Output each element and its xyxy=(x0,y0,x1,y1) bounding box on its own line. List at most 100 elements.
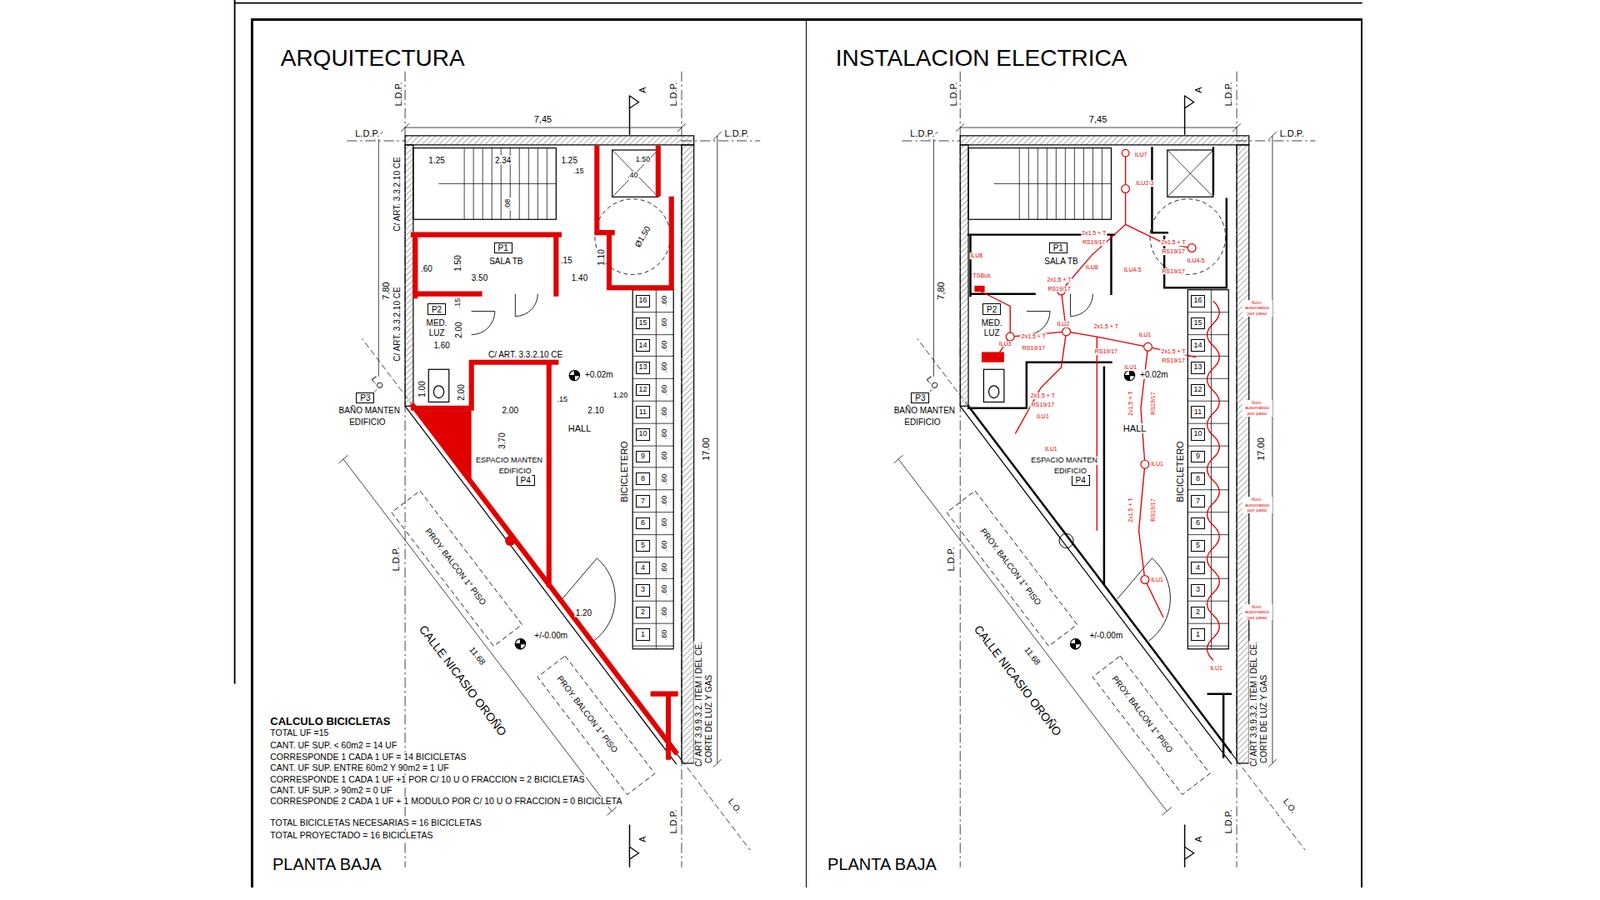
plan-label: HALL xyxy=(567,423,593,434)
circuit-wire xyxy=(995,331,1067,360)
circuit-label: 2x1,5 + T xyxy=(1030,392,1056,400)
slot-number: 3 xyxy=(1195,585,1200,595)
bicycle-slot: 13 xyxy=(1190,361,1205,375)
plan-label: 11.68 xyxy=(467,645,489,669)
circuit-label: Ilum. automatico por paso xyxy=(1241,400,1272,417)
circuit-label: ILU8 xyxy=(1085,264,1100,271)
circuit-label: ILU4-5 xyxy=(1123,267,1143,275)
room-tag: P3 xyxy=(910,392,930,404)
circuit-label: 2x1,5 + T xyxy=(1020,333,1047,340)
room-tag: P2 xyxy=(427,303,446,315)
slot-number: 11 xyxy=(1194,408,1202,417)
bicycle-slot: 8 xyxy=(1190,472,1205,485)
slot-number: 4 xyxy=(640,564,645,573)
luminaire xyxy=(1005,332,1015,341)
bicycle-slot: 12 xyxy=(1190,384,1205,397)
circuit-label: RS19/17 xyxy=(1081,240,1106,247)
slot-number: 9 xyxy=(1195,452,1200,461)
plan-label: A xyxy=(637,85,648,94)
luminaire xyxy=(1144,342,1153,351)
circuit-label: ILU7 xyxy=(1134,151,1149,159)
plan-label: .60 xyxy=(660,361,670,375)
plan-label: CALLE NICASIO OROÑO xyxy=(415,622,510,740)
circuit-label: RS19/17 xyxy=(1046,285,1071,293)
plan-label: L.D.P. xyxy=(354,128,380,139)
slot-number: 2 xyxy=(640,608,645,617)
circuit-label: ILU1 xyxy=(1137,331,1152,339)
slot-number: 6 xyxy=(640,519,645,528)
distribution-board xyxy=(981,351,1005,362)
plan-label: MED. xyxy=(425,317,449,327)
plan-label: TOTAL BICICLETAS NECESARIAS = 16 BICICLE… xyxy=(269,818,483,829)
plan-label: .60 xyxy=(660,584,670,597)
luminaire xyxy=(1187,244,1196,253)
slot-number: 14 xyxy=(1194,341,1203,350)
plan-label: C/ ART 3.9.9.3.2. ITEM I DEL CE. xyxy=(1248,640,1258,768)
slot-number: 10 xyxy=(1194,430,1203,439)
bicycle-slot: 4 xyxy=(1190,561,1205,575)
plan-label: CORRESPONDE 1 CADA 1 UF = 14 BICICLETAS xyxy=(269,752,467,763)
circuit-label: ILU1 xyxy=(1044,445,1059,453)
plan-label: 7,45 xyxy=(1088,114,1108,125)
circuit-wire xyxy=(1125,224,1193,248)
plan-label: MED. xyxy=(980,317,1004,327)
plan-label: .60 xyxy=(420,264,434,274)
plan-label: 2.10 xyxy=(586,405,605,415)
plan-label: +/-0.00m xyxy=(533,630,569,640)
plan-label: ESPACIO MANTEN xyxy=(475,457,544,466)
circuit-label: RS19/17 xyxy=(1161,249,1186,256)
circuit-label: ILU1 xyxy=(1150,576,1165,584)
circuit-label: ILU1 xyxy=(1150,460,1165,468)
plan-label: SALA TB xyxy=(488,256,524,266)
room-tag-text: P4 xyxy=(1075,475,1086,485)
plan-label: .60 xyxy=(660,428,670,441)
plan-label: .60 xyxy=(660,384,670,397)
plan-label: L.D.P. xyxy=(724,128,750,139)
fixture-circle xyxy=(1059,533,1074,548)
plan-label: C/ ART. 3.3.2.10 CE xyxy=(392,286,402,363)
plan-label: 11.68 xyxy=(1022,645,1044,669)
slot-number: 9 xyxy=(640,452,645,461)
plan-label: A xyxy=(1193,85,1204,94)
bicycle-slot: 12 xyxy=(635,384,650,397)
bicycle-slot: 3 xyxy=(1190,584,1205,597)
plan-label: BICICLETERO xyxy=(1174,440,1185,503)
plan-label: C/ ART. 3.3.2.10 CE xyxy=(487,349,564,359)
plan-label: .15 xyxy=(572,167,585,176)
plan-label: CANT. UF SUP. < 60m2 = 14 UF xyxy=(269,740,398,751)
plan-label: .15 xyxy=(555,395,569,405)
plan-label: .60 xyxy=(660,561,670,575)
plan-label: CORRESPONDE 1 CADA 1 UF +1 POR C/ 10 U O… xyxy=(269,775,585,785)
plan-label: 1.10 xyxy=(596,248,606,266)
plan-label: 1.25 xyxy=(560,155,579,165)
panel-subtitle: PLANTA BAJA xyxy=(272,855,382,874)
plan-label: 17.00 xyxy=(700,436,711,462)
room-tag-text: P2 xyxy=(431,305,442,315)
plan-label: CORRESPONDE 2 CADA 1 UF + 1 MODULO POR C… xyxy=(269,797,623,808)
plan-label: CANT. UF SUP. > 90m2 = 0 UF xyxy=(269,785,393,796)
plan-label: 1.20 xyxy=(575,607,593,617)
plan-label: .60 xyxy=(660,317,670,330)
circuit-label: 2x1,5 + T xyxy=(1127,390,1135,416)
slot-number: 11 xyxy=(639,408,647,417)
circuit-label: RS19/17 xyxy=(1150,390,1157,415)
bicycle-slot: 7 xyxy=(1190,495,1205,508)
slot-number: 1 xyxy=(1195,630,1200,640)
luminaire xyxy=(1062,327,1071,336)
new-walls-red xyxy=(413,148,676,758)
bicycle-slot: 9 xyxy=(1190,450,1205,464)
room-tag-text: P1 xyxy=(1053,243,1064,253)
plan-label: CANT. UF SUP. ENTRE 60m2 Y 90m2 = 1 UF xyxy=(269,763,450,774)
bicycle-slot: 9 xyxy=(635,450,650,464)
plan-label: BAÑO MANTEN xyxy=(338,405,401,415)
plan-label: .60 xyxy=(660,495,670,508)
plan-label: C/ ART 3.9.9.3.2. ITEM I DEL CE. xyxy=(693,640,703,768)
architecture-plan xyxy=(339,71,761,868)
bicycle-slot: 6 xyxy=(635,517,650,530)
plan-label: L.O. xyxy=(725,796,744,816)
plan-label: TOTAL PROYECTADO = 16 BICICLETAS xyxy=(269,830,434,841)
luminaire xyxy=(1140,460,1150,469)
circuit-label: ILU3 xyxy=(998,340,1013,348)
plan-label: 2.00 xyxy=(453,320,463,339)
